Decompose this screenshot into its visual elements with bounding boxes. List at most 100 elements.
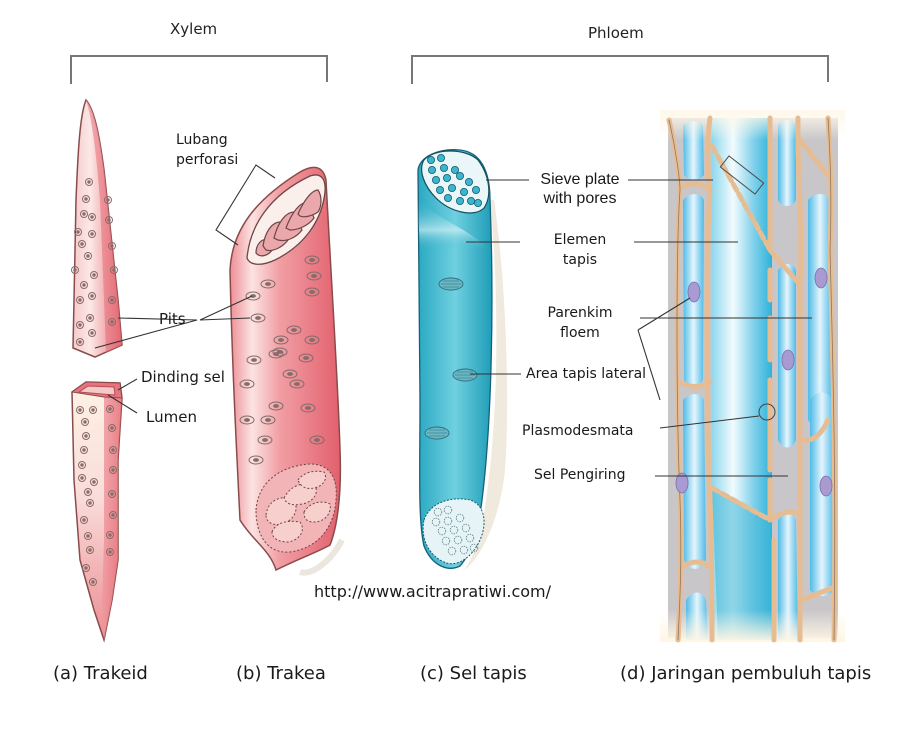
pit <box>272 347 288 357</box>
pit <box>268 401 284 411</box>
xylem-group-title: Xylem <box>170 20 218 38</box>
pit-aperture <box>111 448 115 452</box>
pit-aperture <box>108 407 112 411</box>
pit <box>89 578 97 586</box>
pit <box>268 349 284 359</box>
pit-aperture <box>111 468 115 472</box>
pit-aperture <box>311 274 317 278</box>
pit <box>76 321 84 329</box>
pit <box>246 355 262 365</box>
pit <box>108 296 116 304</box>
pit-aperture <box>110 320 114 324</box>
phloem-group-title: Phloem <box>588 24 644 42</box>
pit-aperture <box>82 448 86 452</box>
pit-aperture <box>78 340 82 344</box>
pit <box>88 292 96 300</box>
pit <box>300 403 316 413</box>
label-line: Sieve plate <box>540 171 620 188</box>
caption-c: (c) Sel tapis <box>420 663 527 684</box>
pit-aperture <box>82 283 86 287</box>
pit-aperture <box>73 268 77 272</box>
sieve-pore <box>426 155 435 164</box>
sieve-pore <box>455 513 465 523</box>
pit-aperture <box>253 458 259 462</box>
pit-aperture <box>309 338 315 342</box>
sieve-pore <box>461 523 471 533</box>
pit <box>109 446 117 454</box>
label-line: Elemen <box>553 232 607 248</box>
pit-aperture <box>110 244 114 248</box>
sieve-pore <box>450 165 459 174</box>
pit-aperture <box>108 550 112 554</box>
pit <box>82 432 90 440</box>
pit <box>108 242 116 250</box>
sieve-tube-tissue <box>660 110 845 643</box>
pit-aperture <box>107 218 111 222</box>
pit <box>106 405 114 413</box>
pit <box>74 228 82 236</box>
pit-aperture <box>110 298 114 302</box>
sieve-pore <box>442 173 451 182</box>
pit <box>82 564 90 572</box>
pit-aperture <box>88 548 92 552</box>
pit-aperture <box>83 420 87 424</box>
pit <box>84 532 92 540</box>
sieve-pore <box>449 525 459 535</box>
tracheid-pits <box>71 178 118 346</box>
sieve-pore <box>439 163 448 172</box>
sieve-pore <box>447 183 456 192</box>
label-lubang-perforasi: Lubang perforasi <box>176 130 238 170</box>
label-lumen: Lumen <box>146 408 197 426</box>
label-line: Lubang <box>176 132 228 148</box>
pit-aperture <box>86 534 90 538</box>
pit <box>80 281 88 289</box>
pit <box>250 313 266 323</box>
sieve-pore <box>436 153 445 162</box>
pit <box>257 435 273 445</box>
pit <box>105 216 113 224</box>
label-plasmodesmata: Plasmodesmata <box>522 423 634 439</box>
pit-aperture <box>90 331 94 335</box>
pit <box>108 424 116 432</box>
pit-aperture <box>255 316 261 320</box>
sieve-pore <box>469 543 479 553</box>
pit <box>76 296 84 304</box>
sieve-pore <box>443 193 452 202</box>
pit-aperture <box>88 316 92 320</box>
pit <box>89 406 97 414</box>
pit-aperture <box>82 518 86 522</box>
sieve-pore <box>437 526 447 536</box>
pit-aperture <box>110 426 114 430</box>
pit <box>82 195 90 203</box>
pit-aperture <box>90 232 94 236</box>
sieve-pore <box>443 505 453 515</box>
pit-aperture <box>112 268 116 272</box>
pit-aperture <box>92 273 96 277</box>
label-line: perforasi <box>176 152 239 168</box>
pit <box>88 213 96 221</box>
pit <box>80 516 88 524</box>
sieve-cell <box>417 149 508 570</box>
pit <box>76 406 84 414</box>
pit-aperture <box>262 438 268 442</box>
pit <box>88 329 96 337</box>
pit-aperture <box>110 492 114 496</box>
sieve-pore <box>459 545 469 555</box>
sieve-pore <box>471 185 480 194</box>
sieve-pore <box>466 196 475 205</box>
pit <box>309 435 325 445</box>
phloem-bracket <box>411 55 829 84</box>
pit <box>80 446 88 454</box>
pit-aperture <box>84 566 88 570</box>
sieve-pore <box>431 175 440 184</box>
pit <box>282 369 298 379</box>
pit <box>245 291 261 301</box>
pit-aperture <box>76 230 80 234</box>
pit <box>106 531 114 539</box>
pit-aperture <box>84 434 88 438</box>
pit-aperture <box>309 290 315 294</box>
pit-aperture <box>287 372 293 376</box>
pit-aperture <box>303 356 309 360</box>
xylem-bracket <box>70 55 328 84</box>
